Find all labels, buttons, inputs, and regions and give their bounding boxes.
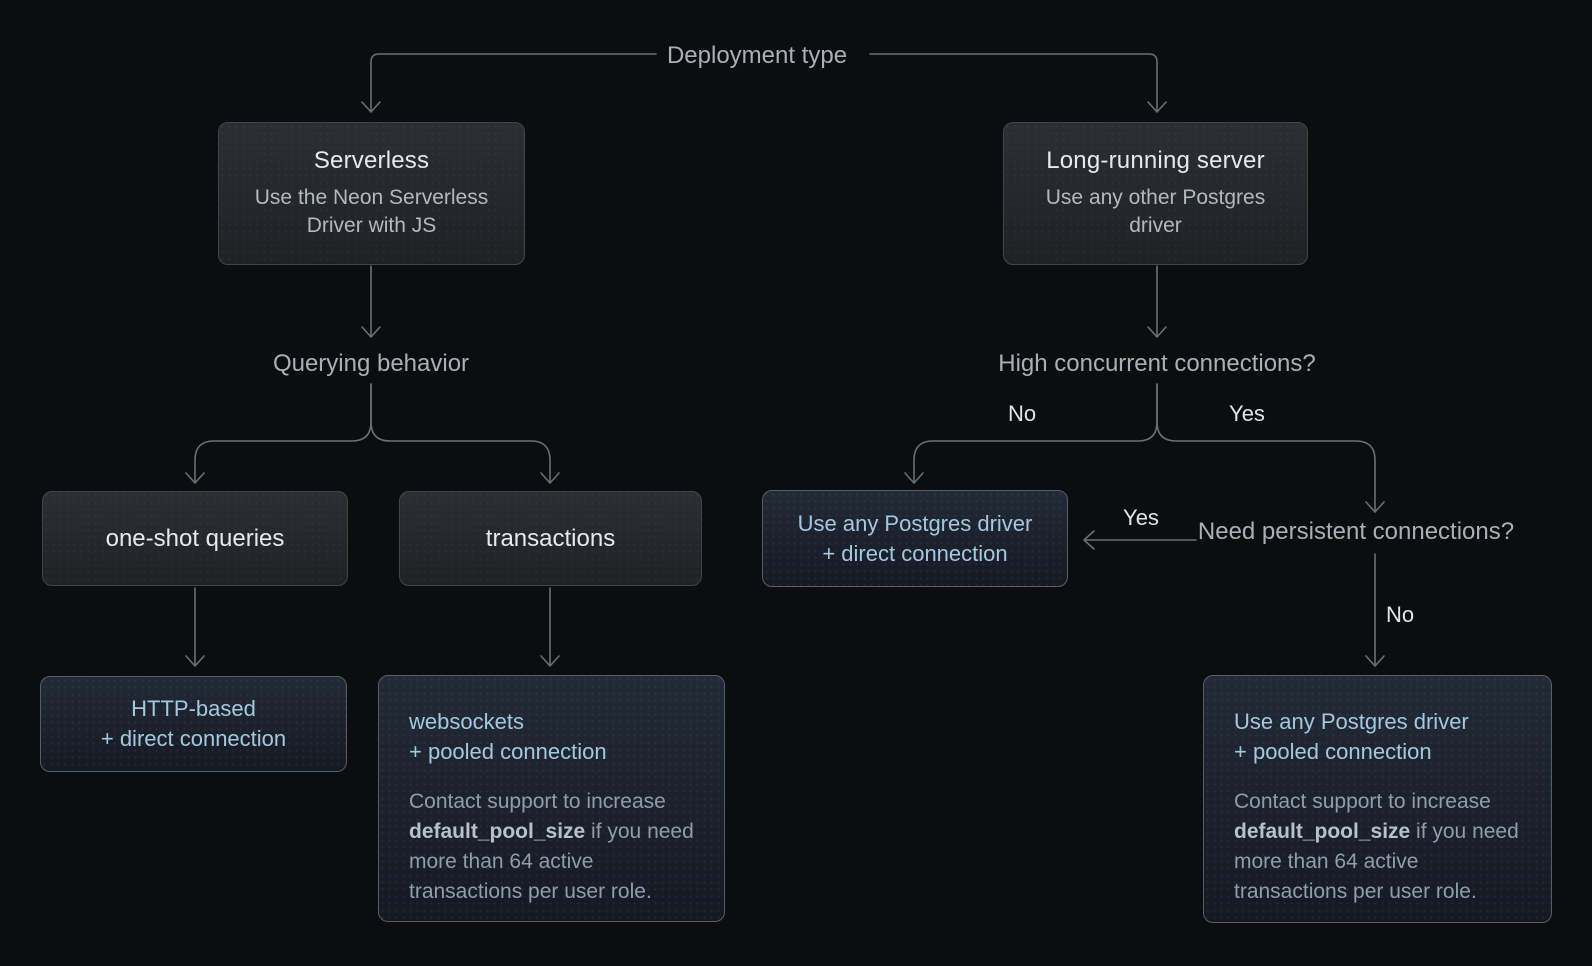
node-long-running-subtitle: Use any other Postgres driver [1045, 186, 1266, 237]
node-websockets-note: Contact support to increase default_pool… [409, 787, 694, 907]
note-pre: Contact support to increase [409, 790, 666, 813]
node-one-shot-queries: one-shot queries [42, 491, 348, 586]
node-http-based-line1: HTTP-based [131, 696, 256, 721]
node-transactions: transactions [399, 491, 702, 586]
node-http-based: HTTP-based + direct connection [40, 676, 347, 772]
node-pooled-connection-text: Use any Postgres driver + pooled connect… [1234, 707, 1469, 767]
node-direct-connection-line2: + direct connection [822, 540, 1008, 566]
node-pooled-connection-line1: Use any Postgres driver [1234, 709, 1469, 734]
node-http-based-line2: + direct connection [100, 726, 287, 751]
note-post: if you need more than 64 active transact… [409, 820, 694, 903]
arrowhead-pooled-connection [1365, 655, 1385, 667]
arrowhead-websockets [540, 655, 560, 667]
arrowhead-direct-connection-left [1083, 530, 1095, 550]
high-concurrent-label: High concurrent connections? [998, 350, 1316, 377]
node-transactions-label: transactions [485, 524, 616, 552]
edge-root-long-running [869, 53, 1158, 111]
node-direct-connection-text: Use any Postgres driver + direct connect… [798, 509, 1033, 569]
node-pooled-connection-line2: + pooled connection [1234, 739, 1432, 764]
edge-querying-transactions [370, 383, 551, 482]
querying-behavior-label: Querying behavior [272, 350, 470, 377]
node-pooled-connection-note: Contact support to increase default_pool… [1234, 787, 1521, 907]
node-direct-connection: Use any Postgres driver + direct connect… [762, 490, 1068, 587]
node-http-based-text: HTTP-based + direct connection [101, 694, 286, 754]
note-bold-default-pool-size: default_pool_size [1234, 820, 1411, 843]
node-serverless-subtitle: Use the Neon Serverless Driver with JS [254, 186, 489, 237]
note-post: if you need more than 64 active transact… [1234, 820, 1519, 903]
node-long-running-title: Long-running server [1046, 147, 1265, 174]
node-websockets-line2: + pooled connection [409, 739, 607, 764]
edge-root-serverless [370, 53, 657, 111]
edge-label-yes-high-concurrent: Yes [1229, 401, 1265, 426]
node-websockets-line1: websockets [409, 709, 524, 734]
node-websockets: websockets + pooled connection Contact s… [378, 675, 725, 922]
need-persistent-label: Need persistent connections? [1197, 518, 1515, 545]
arrowhead-direct-connection [904, 472, 924, 484]
arrowhead-one-shot [185, 472, 205, 484]
arrowhead-querying [361, 326, 381, 338]
node-serverless-title: Serverless [313, 147, 430, 174]
edge-high-concurrent-no [913, 383, 1158, 482]
arrowhead-need-persistent [1365, 501, 1385, 513]
note-pre: Contact support to increase [1234, 790, 1491, 813]
node-websockets-text: websockets + pooled connection [409, 707, 607, 767]
node-one-shot-label: one-shot queries [105, 524, 285, 552]
node-serverless: Serverless Use the Neon Serverless Drive… [218, 122, 525, 265]
arrowhead-http [185, 655, 205, 667]
arrowhead-transactions [540, 472, 560, 484]
edge-label-no-need-persistent: No [1386, 602, 1415, 627]
node-pooled-connection: Use any Postgres driver + pooled connect… [1203, 675, 1552, 923]
edge-label-yes-need-persistent: Yes [1123, 505, 1159, 530]
node-long-running-server: Long-running server Use any other Postgr… [1003, 122, 1308, 265]
edge-querying-one-shot [194, 383, 372, 482]
edge-label-no-high-concurrent: No [1007, 401, 1037, 426]
arrowhead-serverless [361, 101, 381, 113]
node-direct-connection-line1: Use any Postgres driver [797, 510, 1033, 536]
note-bold-default-pool-size: default_pool_size [409, 820, 586, 843]
arrowhead-long-running [1147, 101, 1167, 113]
root-label: Deployment type [666, 42, 848, 69]
arrowhead-high-concurrent [1147, 326, 1167, 338]
edge-high-concurrent-yes [1156, 383, 1376, 511]
